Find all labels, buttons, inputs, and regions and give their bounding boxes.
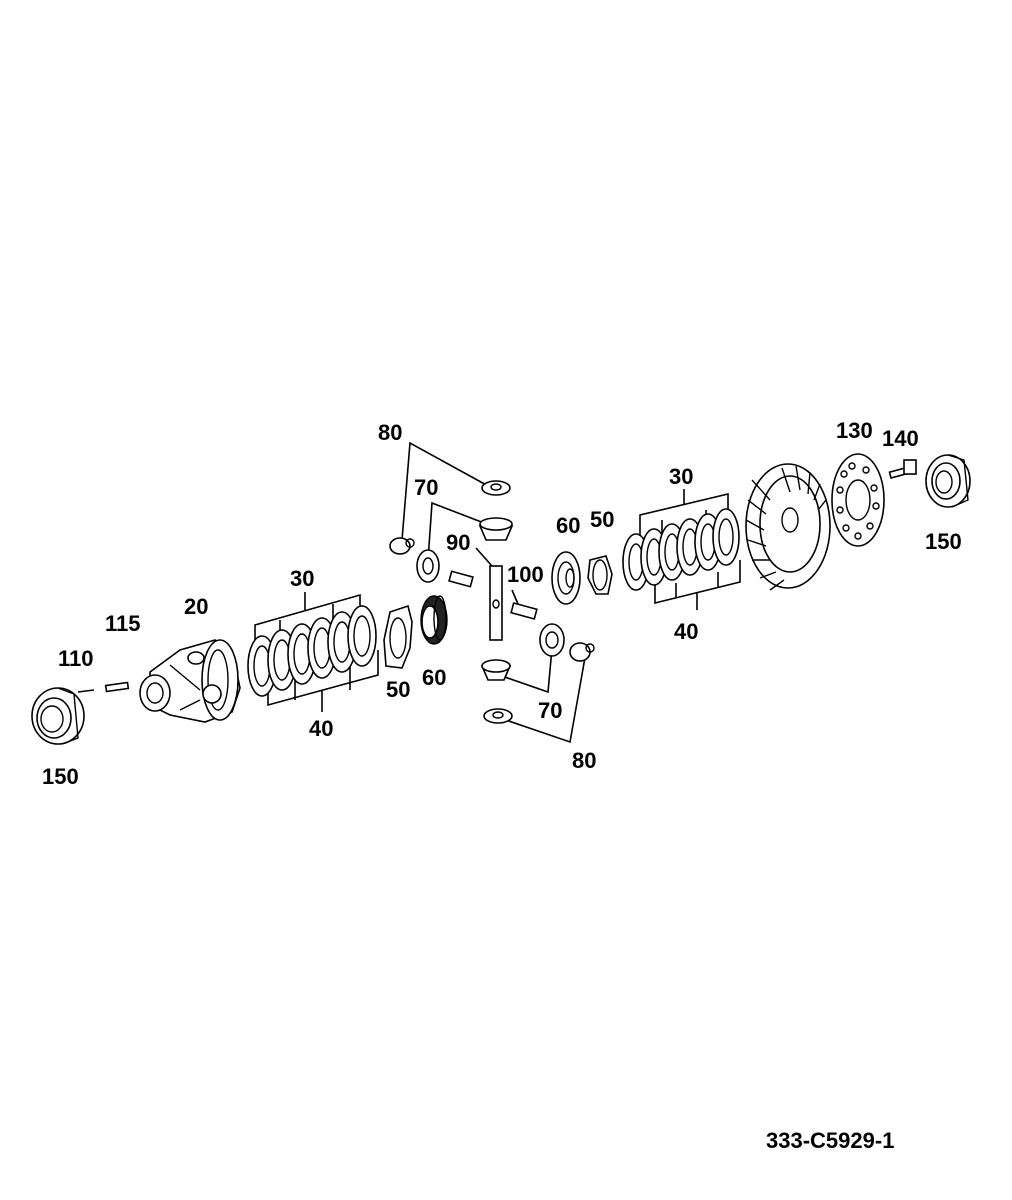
label-80-top: 80 bbox=[378, 420, 402, 445]
flange-plate bbox=[831, 453, 885, 547]
label-20: 20 bbox=[184, 594, 208, 619]
label-60-mid: 60 bbox=[556, 513, 580, 538]
label-60-left: 60 bbox=[422, 665, 446, 690]
label-30-left: 30 bbox=[290, 566, 314, 591]
cross-shaft bbox=[489, 565, 503, 641]
label-70-bottom: 70 bbox=[538, 698, 562, 723]
label-90: 90 bbox=[446, 530, 470, 555]
label-40-right: 40 bbox=[674, 619, 698, 644]
label-115: 115 bbox=[105, 611, 141, 636]
label-110: 110 bbox=[58, 646, 94, 671]
pinion-gear-70-bottom-center bbox=[480, 659, 512, 681]
label-140: 140 bbox=[882, 426, 919, 451]
differential-housing bbox=[139, 639, 241, 723]
washer-80-bottom-center bbox=[483, 708, 513, 724]
part-labels: 80 70 90 100 60 50 30 40 130 140 150 30 … bbox=[42, 418, 962, 789]
short-pins bbox=[448, 570, 538, 620]
thrust-washer-right bbox=[587, 555, 613, 595]
washer-80-bottom-right bbox=[569, 642, 595, 662]
label-130: 130 bbox=[836, 418, 873, 443]
pinion-gear-70-top-center bbox=[478, 517, 514, 541]
thrust-washer-left bbox=[383, 604, 413, 669]
label-50-left: 50 bbox=[386, 677, 410, 702]
bearing-right bbox=[925, 454, 971, 508]
parts bbox=[31, 453, 971, 745]
side-gear-left bbox=[420, 595, 448, 645]
label-80-bottom: 80 bbox=[572, 748, 596, 773]
ring-gear bbox=[745, 463, 831, 591]
label-70-top: 70 bbox=[414, 475, 438, 500]
side-gear-right bbox=[551, 551, 581, 605]
bearing-left bbox=[31, 687, 85, 745]
clutch-pack-left bbox=[247, 605, 377, 697]
pinion-gear-70-top-left bbox=[416, 549, 440, 583]
label-100: 100 bbox=[507, 562, 544, 587]
pinion-gear-70-bottom-right bbox=[539, 623, 565, 657]
pins bbox=[77, 681, 130, 693]
label-40-left: 40 bbox=[309, 716, 333, 741]
washer-80-top-center bbox=[481, 480, 511, 496]
label-50-mid: 50 bbox=[590, 507, 614, 532]
bolt bbox=[888, 459, 917, 479]
label-150-right: 150 bbox=[925, 529, 962, 554]
washer-80-top-left bbox=[389, 537, 415, 555]
drawing-reference-code: 333-C5929-1 bbox=[766, 1128, 894, 1153]
label-150-left: 150 bbox=[42, 764, 79, 789]
label-30-right: 30 bbox=[669, 464, 693, 489]
clutch-pack-right bbox=[622, 508, 740, 591]
